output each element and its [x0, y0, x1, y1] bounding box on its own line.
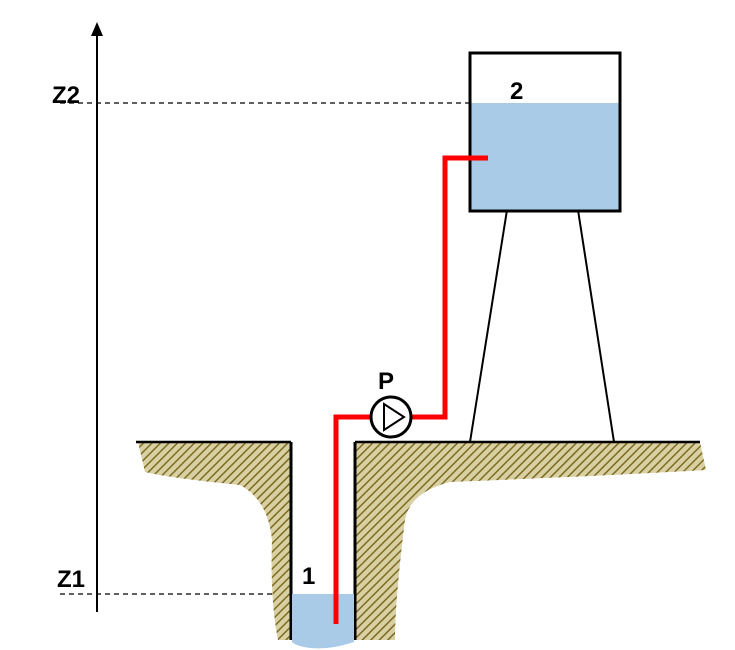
tank-water [471, 103, 619, 210]
pipe-discharge [410, 155, 488, 420]
pump-label: P [378, 368, 394, 395]
z2-label: Z2 [52, 82, 80, 109]
ground [136, 440, 706, 640]
pump-icon [369, 395, 413, 439]
tank-stand [469, 209, 615, 443]
ground-right [355, 442, 706, 640]
tank-outline [468, 51, 622, 213]
elevation-axis [91, 22, 103, 612]
ground-left [138, 442, 290, 640]
pipe [333, 414, 372, 624]
axis-arrowhead-icon [91, 22, 103, 36]
well-water [292, 594, 354, 649]
point-2-label: 2 [510, 78, 523, 105]
z1-label: Z1 [57, 566, 85, 593]
point-1-label: 1 [302, 563, 315, 590]
elevated-tank [468, 51, 622, 213]
